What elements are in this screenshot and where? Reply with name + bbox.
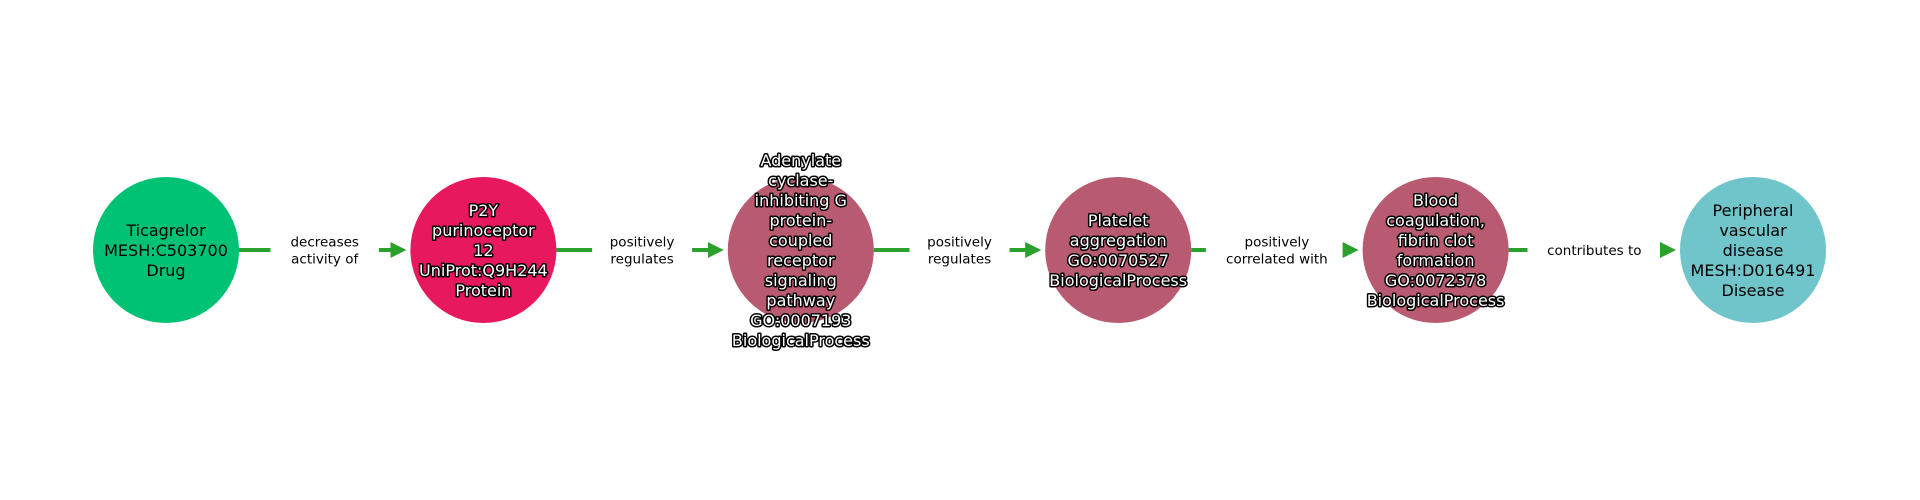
node-label: receptor [767, 251, 835, 270]
node-label: MESH:C503700 [104, 241, 228, 260]
edge-label: positively [927, 235, 992, 251]
node-label: Platelet [1088, 211, 1149, 230]
node-label: Ticagrelor [125, 221, 206, 240]
node-circle[interactable] [1045, 177, 1192, 323]
edge-label: regulates [928, 252, 991, 268]
edge-label: contributes to [1547, 243, 1641, 259]
node-label: GO:0007193 [750, 311, 851, 330]
node-circle[interactable] [1680, 177, 1826, 323]
node-label: BiologicalProcess [1049, 271, 1187, 290]
node-circle[interactable] [727, 177, 874, 323]
node-label: aggregation [1070, 231, 1167, 250]
node-label: Peripheral [1713, 201, 1794, 220]
node-label: Protein [455, 281, 511, 300]
edge-4: contributes to [1508, 242, 1676, 259]
node-label: coagulation, [1386, 211, 1485, 230]
node-label: MESH:D016491 [1691, 261, 1816, 280]
node-label: protein- [769, 211, 832, 230]
node-label: Adenylate [760, 151, 841, 170]
node-label: BiologicalProcess [1367, 291, 1505, 310]
node-label: Blood [1413, 191, 1458, 210]
node-label: signaling [765, 271, 837, 290]
edge-label: decreases [290, 235, 359, 251]
edge-label: regulates [610, 252, 673, 268]
node-5[interactable]: PeripheralvasculardiseaseMESH:D016491Dis… [1680, 177, 1826, 323]
node-label: P2Y [469, 201, 499, 220]
edge-label: positively [1245, 235, 1310, 251]
node-label: vascular [1719, 221, 1787, 240]
node-circle[interactable] [93, 177, 239, 323]
node-3[interactable]: PlateletaggregationGO:0070527BiologicalP… [1045, 177, 1192, 323]
edge-label: positively [610, 235, 675, 251]
node-label: cyclase- [768, 171, 833, 190]
node-label: 12 [473, 241, 493, 260]
node-label: formation [1397, 251, 1475, 270]
node-label: inhibiting G [755, 191, 847, 210]
edge-label: activity of [291, 252, 359, 268]
node-label: Disease [1722, 281, 1785, 300]
node-label: BiologicalProcess [732, 331, 870, 350]
node-label: coupled [769, 231, 832, 250]
node-label: purinoceptor [432, 221, 535, 240]
node-label: fibrin clot [1398, 231, 1474, 250]
node-label: UniProt:Q9H244 [419, 261, 548, 280]
node-label: GO:0070527 [1068, 251, 1169, 270]
node-label: GO:0072378 [1385, 271, 1486, 290]
node-label: disease [1723, 241, 1784, 260]
node-circle[interactable] [410, 177, 557, 323]
node-label: pathway [766, 291, 835, 310]
node-circle[interactable] [1362, 177, 1509, 323]
node-label: Drug [146, 261, 185, 280]
edge-label: correlated with [1226, 252, 1328, 268]
